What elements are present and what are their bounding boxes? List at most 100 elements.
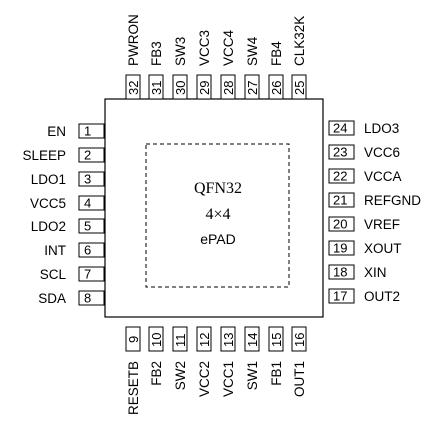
pin-21: 21 REFGND: [328, 192, 421, 208]
pin-pad-21: [328, 192, 355, 208]
pin-label: PWRON: [126, 14, 141, 66]
pin-pad-24: [328, 120, 355, 136]
pin-pad-6: [78, 242, 105, 258]
pin-24: 24 LDO3: [328, 120, 399, 136]
pin-1: 1 EN: [47, 123, 105, 139]
pin-label: SDA: [38, 291, 66, 306]
pin-number: 13: [221, 333, 236, 347]
pin-number: 2: [84, 148, 91, 163]
pin-label: FB2: [149, 361, 164, 386]
pin-pad-28: [220, 74, 236, 100]
pin-label: FB3: [149, 41, 164, 66]
pin-pad-4: [78, 195, 105, 211]
pin-label: VCC3: [197, 30, 212, 66]
pin-pad-3: [78, 171, 105, 187]
pin-pad-12: [196, 326, 212, 352]
pin-pad-14: [244, 326, 260, 352]
pin-number: 12: [197, 333, 212, 347]
pin-pad-10: [148, 326, 164, 352]
pin-number: 4: [84, 196, 91, 211]
pin-pad-22: [328, 168, 355, 184]
pin-pad-15: [268, 326, 284, 352]
pin-label: OUT2: [364, 289, 400, 304]
pin-label: SW2: [173, 361, 188, 390]
pin-pad-8: [78, 290, 105, 306]
pin-pad-27: [244, 74, 260, 100]
pin-pad-17: [328, 288, 355, 304]
pin-label: LDO1: [31, 172, 66, 187]
pin-label: LDO2: [31, 219, 66, 234]
pin-number: 27: [245, 81, 260, 95]
pin-pad-30: [172, 74, 188, 100]
pin-label: VCCA: [364, 169, 402, 184]
chip-body: [104, 98, 324, 318]
pin-number: 7: [84, 267, 91, 282]
pin-number: 21: [333, 193, 347, 208]
pin-label: REFGND: [364, 193, 421, 208]
pin-pad-29: [196, 74, 212, 100]
pin-5: 5 LDO2: [31, 218, 105, 234]
pin-number: 23: [333, 145, 347, 160]
pin-pad-18: [328, 264, 355, 280]
pin-label: VREF: [364, 217, 400, 232]
pin-number: 29: [197, 81, 212, 95]
pin-label: INT: [44, 243, 66, 258]
pin-number: 5: [84, 219, 91, 234]
pin-number: 18: [333, 265, 347, 280]
pin-17: 17 OUT2: [328, 288, 400, 304]
pin-number: 3: [84, 172, 91, 187]
pin-number: 30: [173, 81, 188, 95]
pin-number: 31: [149, 81, 164, 95]
pin-label: FB1: [269, 361, 284, 386]
pin-number: 26: [269, 81, 284, 95]
pin-number: 8: [84, 291, 91, 306]
pin-number: 24: [333, 121, 347, 136]
pin-22: 22 VCCA: [328, 168, 402, 184]
pin-pad-2: [78, 147, 105, 163]
pin-number: 16: [292, 333, 307, 347]
pin-label: LDO3: [364, 121, 399, 136]
epad-label: ePAD: [200, 231, 236, 247]
pin-pad-23: [328, 144, 355, 160]
pin-pad-1: [78, 123, 105, 139]
pin-label: VCC6: [364, 145, 400, 160]
pin-number: 14: [245, 333, 260, 347]
pin-label: OUT1: [292, 361, 307, 397]
pin-pad-31: [148, 74, 164, 100]
pin-number: 17: [333, 289, 347, 304]
pin-number: 11: [173, 334, 188, 348]
pin-number: 1: [84, 124, 91, 139]
pin-8: 8 SDA: [38, 290, 105, 306]
pin-29: 29 VCC3: [196, 30, 212, 100]
pin-number: 25: [292, 81, 307, 95]
pin-label: EN: [47, 124, 66, 139]
pin-label: SW3: [173, 37, 188, 66]
package-name: QFN32: [194, 180, 242, 197]
pin-30: 30 SW3: [172, 37, 188, 100]
pin-number: 15: [269, 333, 284, 347]
pin-pad-32: [125, 74, 141, 100]
pin-pad-26: [268, 74, 284, 100]
pin-pad-7: [78, 266, 105, 282]
pin-pad-25: [291, 74, 307, 100]
package-size: 4×4: [205, 206, 230, 223]
pin-31: 31 FB3: [148, 41, 164, 100]
pin-number: 22: [333, 169, 347, 184]
pin-pad-19: [328, 240, 355, 256]
